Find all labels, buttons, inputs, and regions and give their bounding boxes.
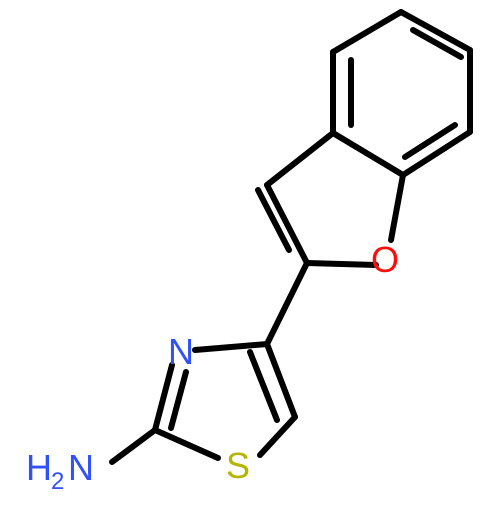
bond [398,9,473,53]
sulfur-atom-label: S [226,445,250,486]
bond [168,369,189,431]
bond [264,130,336,188]
bond [257,414,298,458]
nitrogen-atom-label: N [168,331,194,372]
bond [264,341,298,420]
bond [264,182,310,266]
bond [402,122,458,160]
bond [152,362,175,433]
bonds [109,9,473,465]
bond [192,341,270,353]
bond [304,260,379,268]
bond [330,9,404,55]
amine-group-label: H 2 N [26,447,94,495]
bond [330,130,406,178]
bond [109,427,158,465]
bond [264,260,310,347]
bond [388,172,406,243]
bond [152,427,221,461]
amine-hydrogen-label: H [26,447,52,488]
amine-subscript-label: 2 [51,468,64,495]
bond [255,187,292,253]
bond [247,349,280,423]
oxygen-atom-label: O [371,239,399,280]
bond [410,27,464,60]
amine-nitrogen-label: N [68,447,94,488]
bond [400,129,473,178]
